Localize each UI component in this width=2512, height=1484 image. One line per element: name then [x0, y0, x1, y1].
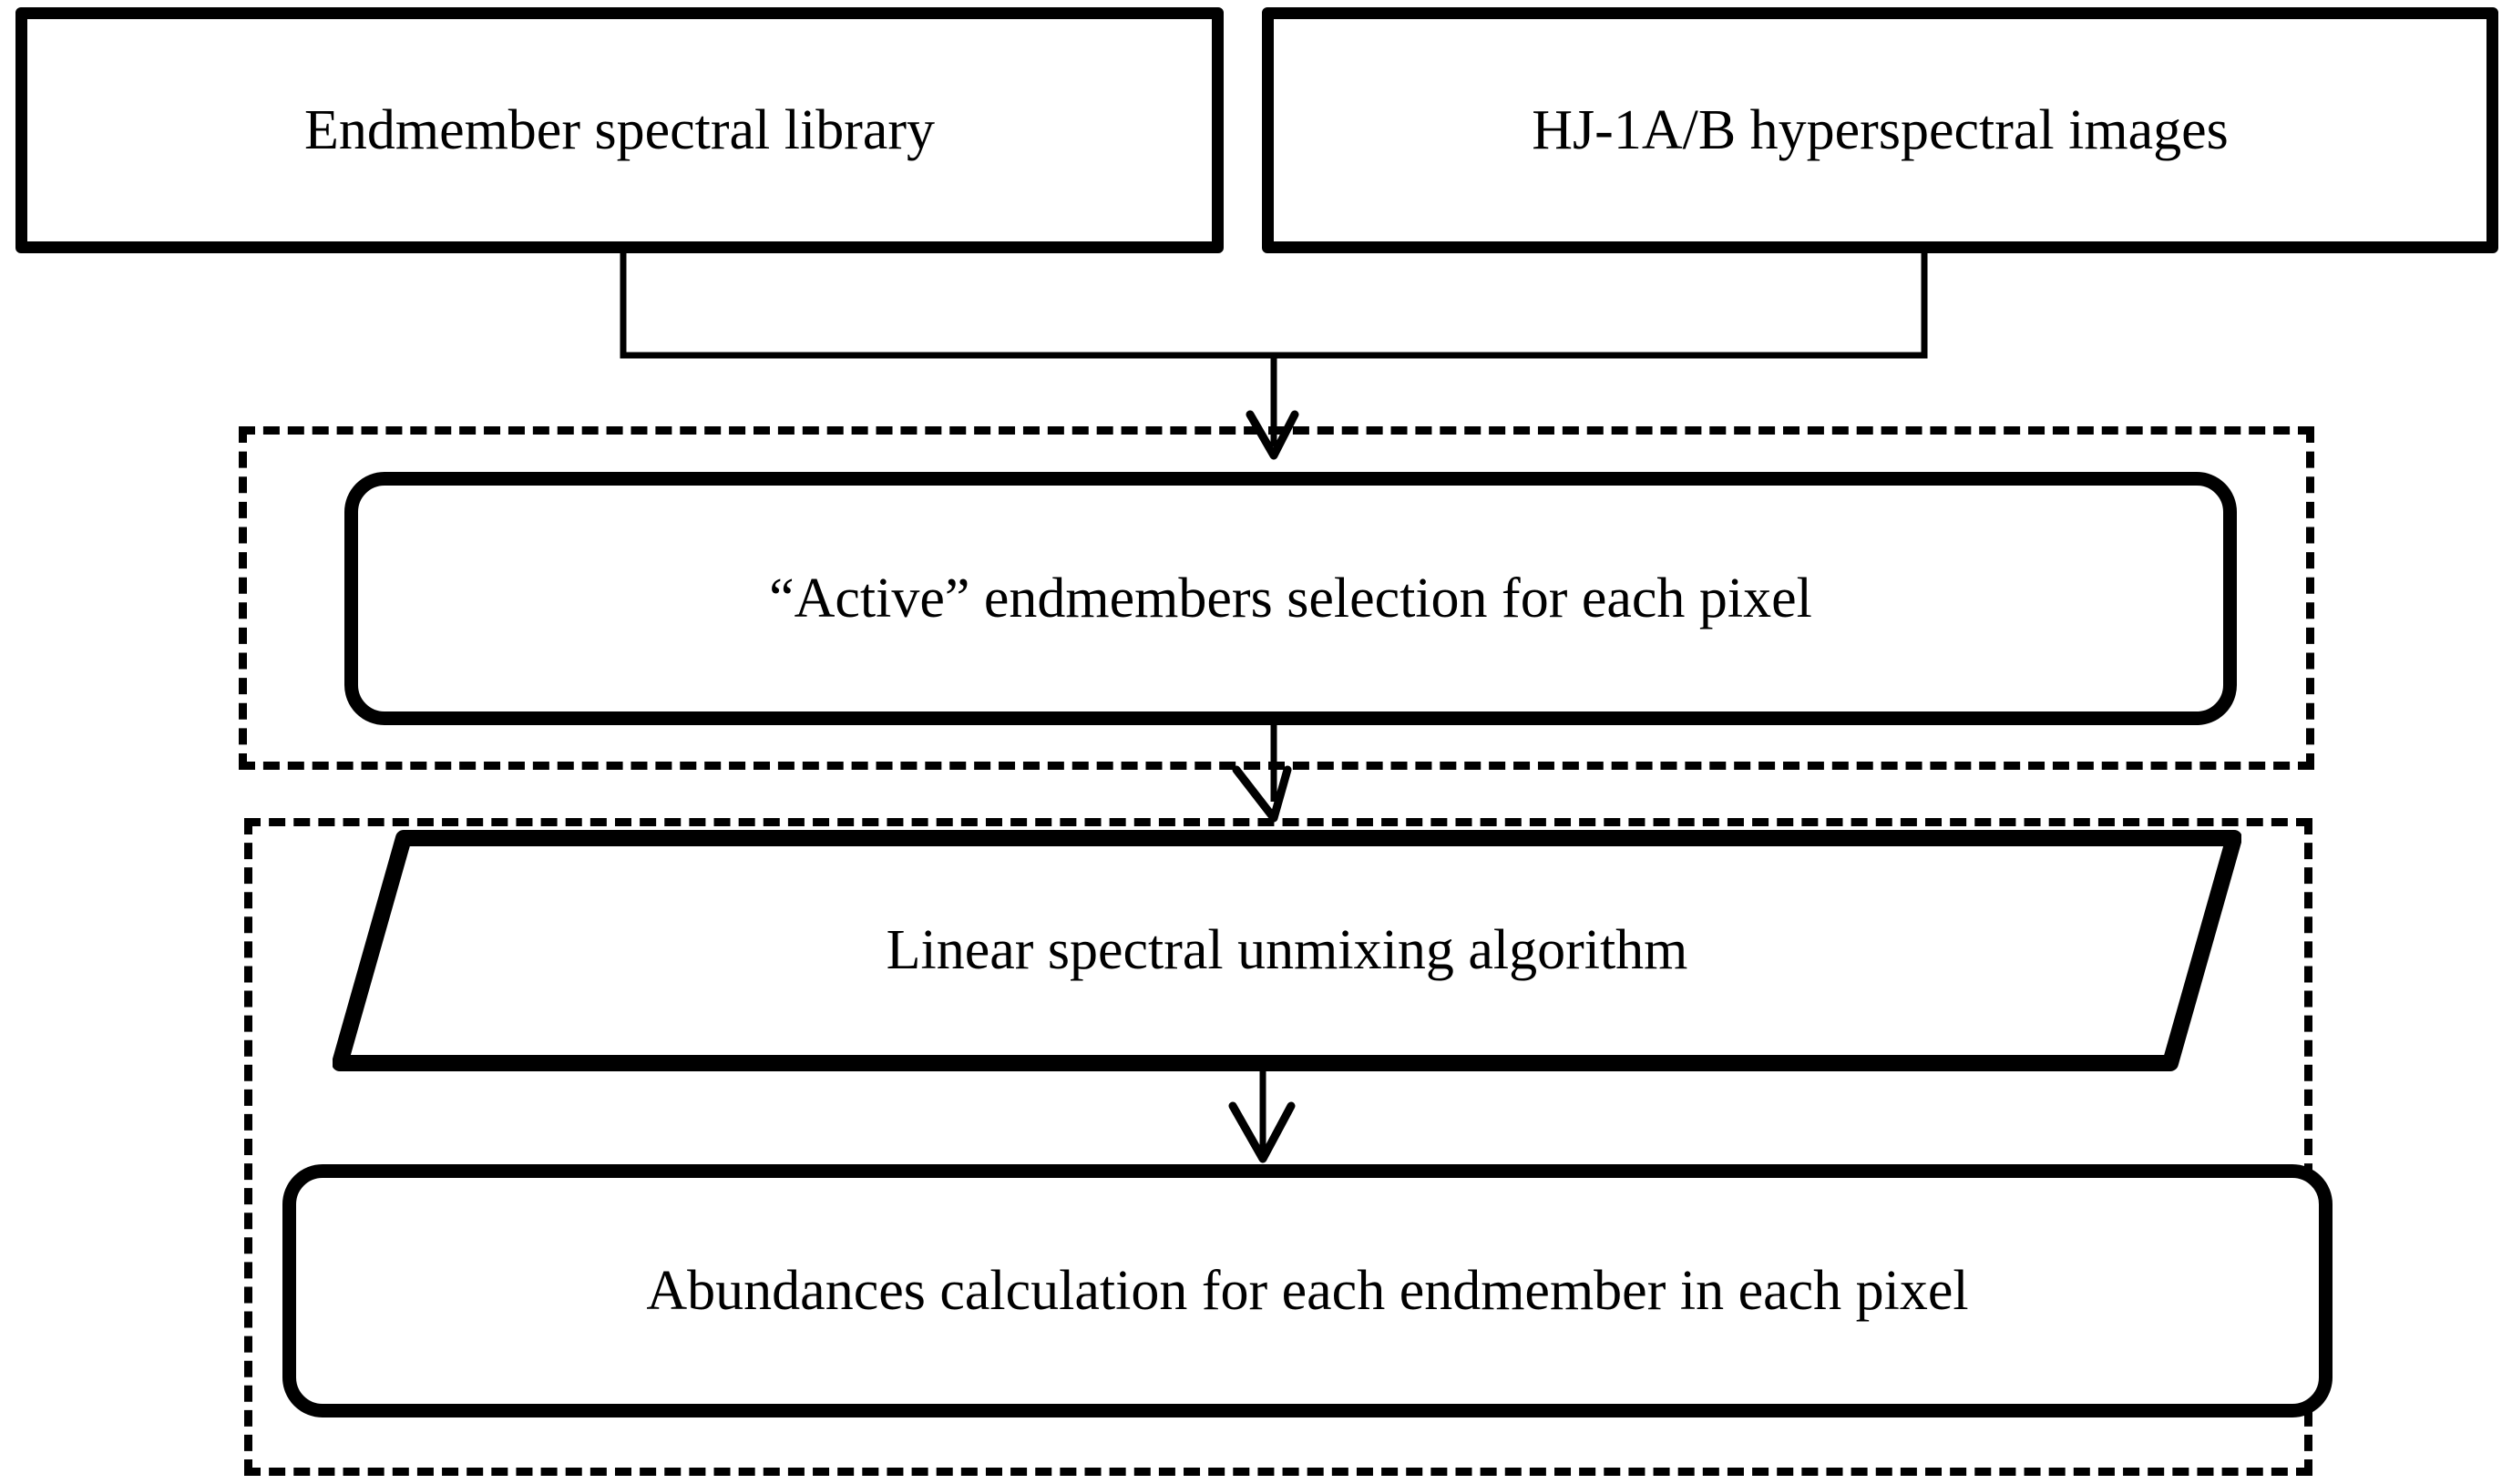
parallelogram-shape	[333, 830, 2241, 1071]
node-hyperspectral-images[interactable]: HJ-1A/B hyperspectral images	[1262, 7, 2498, 253]
node-endmember-spectral-library-label: Endmember spectral library	[303, 98, 936, 161]
group-linear-spectral-unmixing	[244, 818, 2312, 1476]
node-linear-spectral-unmixing[interactable]: Linear spectral unmixing algorithm	[333, 829, 2241, 1072]
node-active-endmembers-selection-label: “Active” endmembers selection for each p…	[769, 567, 1812, 629]
connector-inputs-to-selection	[620, 253, 1928, 460]
node-endmember-spectral-library[interactable]: Endmember spectral library	[15, 7, 1224, 253]
node-abundances-calculation-label: Abundances calculation for each endmembe…	[646, 1259, 1969, 1322]
node-linear-spectral-unmixing-label: Linear spectral unmixing algorithm	[886, 919, 1688, 981]
node-abundances-calculation[interactable]: Abundances calculation for each endmembe…	[282, 1164, 2333, 1417]
node-hyperspectral-images-label: HJ-1A/B hyperspectral images	[1532, 98, 2229, 161]
node-active-endmembers-selection[interactable]: “Active” endmembers selection for each p…	[344, 472, 2237, 725]
